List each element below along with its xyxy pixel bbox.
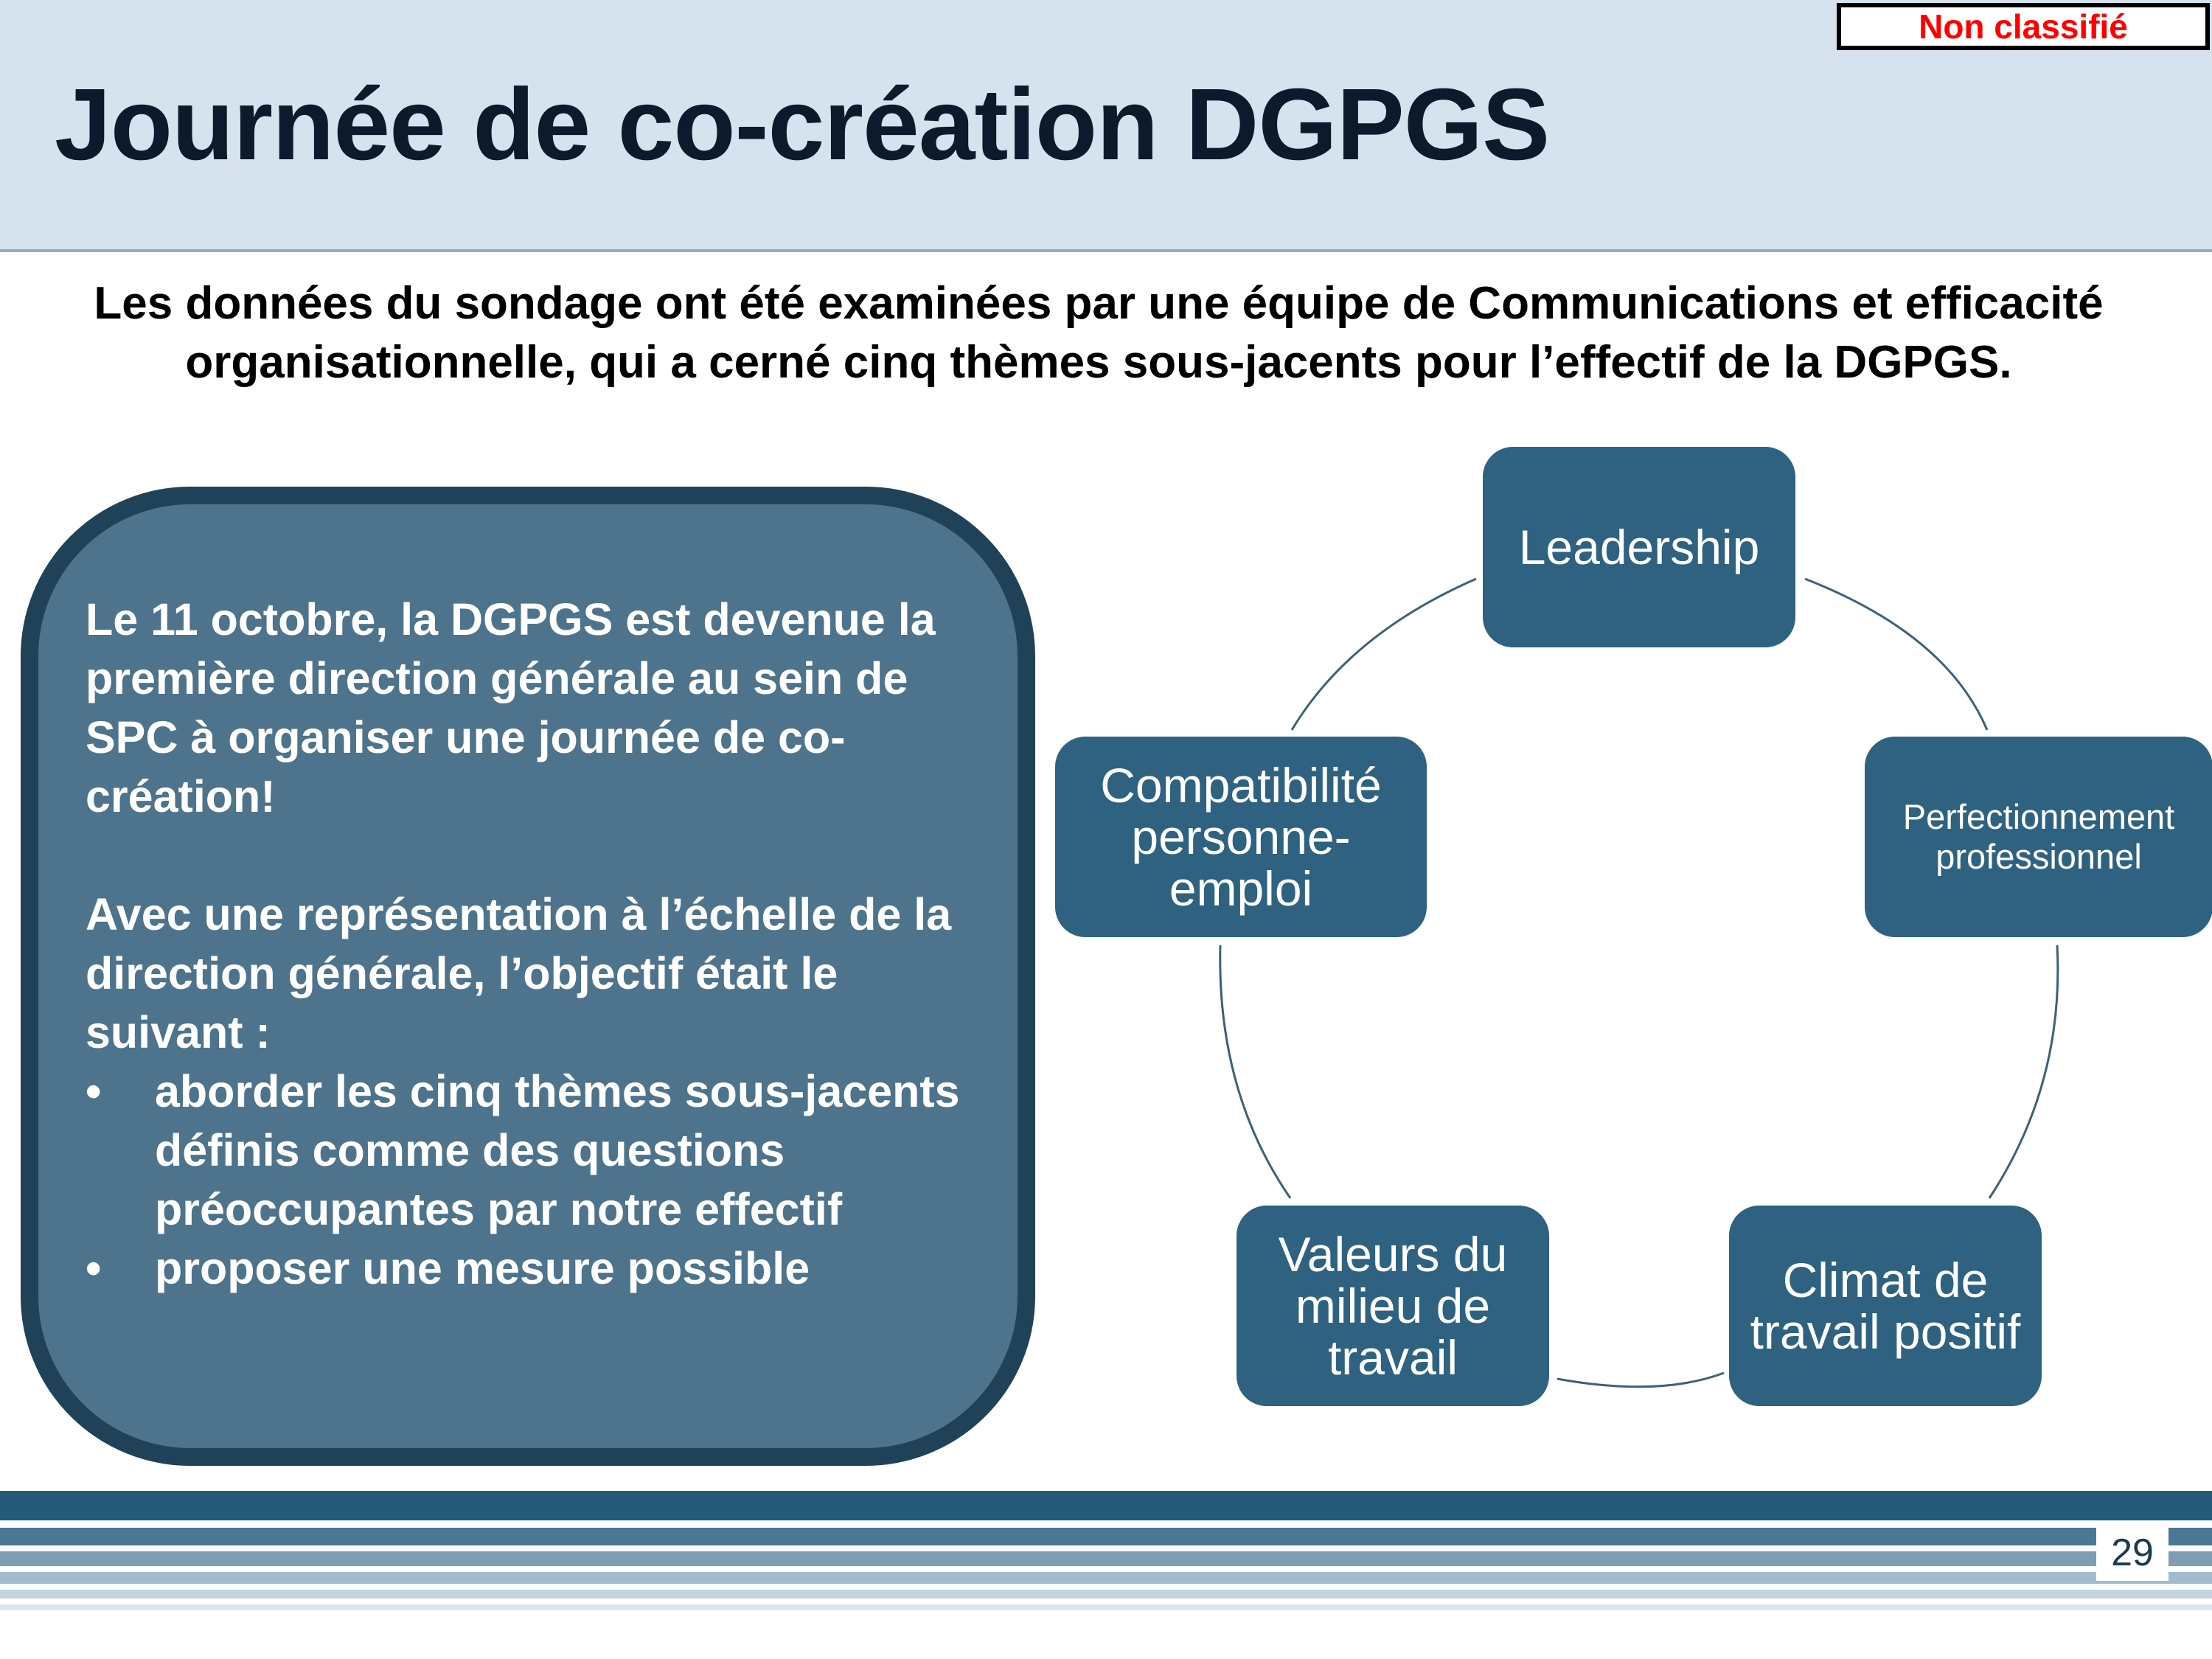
list-item: • proposer une mesure possible [86, 1239, 992, 1298]
intro-text: Les données du sondage ont été examinées… [94, 278, 2104, 388]
theme-node-climat: Climat de travail positif [1727, 1203, 2044, 1408]
info-paragraph-2: Avec une représentation à l’échelle de l… [86, 889, 952, 1057]
info-paragraph-1: Le 11 octobre, la DGPGS est devenue la p… [86, 594, 936, 821]
connector-arc [1557, 1371, 1725, 1388]
objective-list: • aborder les cinq thèmes sous-jacents d… [86, 1062, 992, 1298]
theme-node-compatibilite: Compatibilité personne-emploi [1053, 734, 1429, 939]
slide-title: Journée de co-création DGPGS [55, 68, 1550, 181]
list-item-text: proposer une mesure possible [155, 1243, 810, 1293]
bullet-icon: • [86, 1243, 102, 1293]
list-item: • aborder les cinq thèmes sous-jacents d… [86, 1062, 992, 1239]
connector-arc [1988, 945, 2059, 1199]
theme-node-perfectionnement: Perfectionnement professionnel [1863, 734, 2212, 939]
classification-label: Non classifié [1837, 3, 2210, 50]
list-item-text: aborder les cinq thèmes sous-jacents déf… [155, 1066, 960, 1234]
bullet-icon: • [86, 1066, 102, 1116]
info-box-text: Le 11 octobre, la DGPGS est devenue la p… [86, 590, 992, 1298]
theme-node-valeurs: Valeurs du milieu de travail [1234, 1203, 1551, 1408]
page-number: 29 [2096, 1525, 2168, 1581]
connector-arc [1290, 577, 1477, 731]
theme-node-leadership: Leadership [1481, 445, 1798, 650]
info-box [21, 487, 1035, 1466]
connector-arc [1804, 577, 1989, 731]
connector-arc [1219, 945, 1292, 1199]
